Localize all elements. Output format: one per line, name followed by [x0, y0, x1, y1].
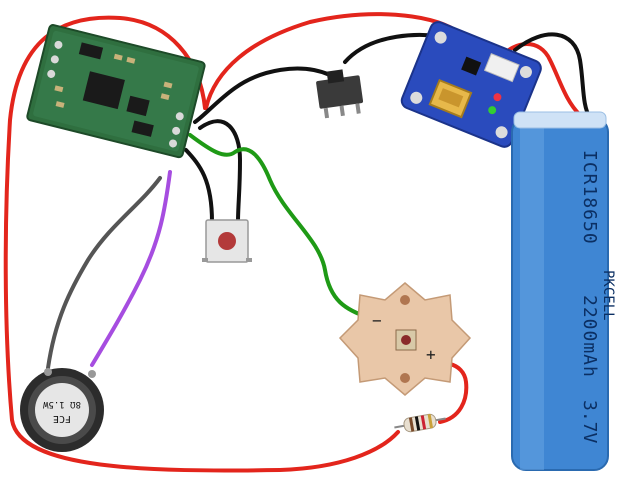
- red-wire-main-loop: [3, 15, 400, 473]
- speaker: FCE 8Ω 1.5W: [20, 368, 104, 452]
- led-minus-label: −: [372, 311, 382, 330]
- battery-brand: PKCELL: [600, 270, 616, 321]
- led-plus-label: +: [426, 345, 436, 364]
- small-chip: [126, 95, 150, 117]
- speaker-label-spec: 8Ω 1.5W: [42, 399, 81, 409]
- chip-top: [78, 42, 104, 60]
- sound-module-board: [26, 24, 206, 159]
- led-star-board: − +: [338, 282, 472, 396]
- push-button: [202, 219, 252, 263]
- green-wire-led: [188, 133, 372, 320]
- red-wire-resistor-led: [438, 362, 469, 424]
- purple-wire-speaker: [90, 170, 172, 367]
- red-wire-top: [204, 12, 457, 110]
- black-wire-button-right: [198, 119, 243, 224]
- main-chip: [82, 71, 125, 110]
- black-wire-charger-battery: [513, 32, 592, 120]
- speaker-label-brand: FCE: [53, 413, 71, 424]
- slide-switch: [316, 69, 364, 119]
- battery-18650: ICR18650 2200mAh 3.7V PKCELL: [511, 111, 616, 471]
- battery-voltage: 3.7V: [579, 400, 600, 444]
- gray-wire-speaker: [46, 176, 162, 370]
- charger-board: [400, 21, 542, 148]
- chip-bottom: [131, 120, 154, 137]
- black-wire-switch-module: [193, 66, 332, 124]
- black-wire-button-left: [184, 148, 214, 224]
- battery-capacity: 2200mAh: [579, 295, 600, 378]
- jst-connector: [483, 53, 520, 83]
- resistor: [394, 413, 446, 433]
- battery-model: ICR18650: [579, 150, 600, 245]
- red-wire-charger-battery: [498, 42, 582, 117]
